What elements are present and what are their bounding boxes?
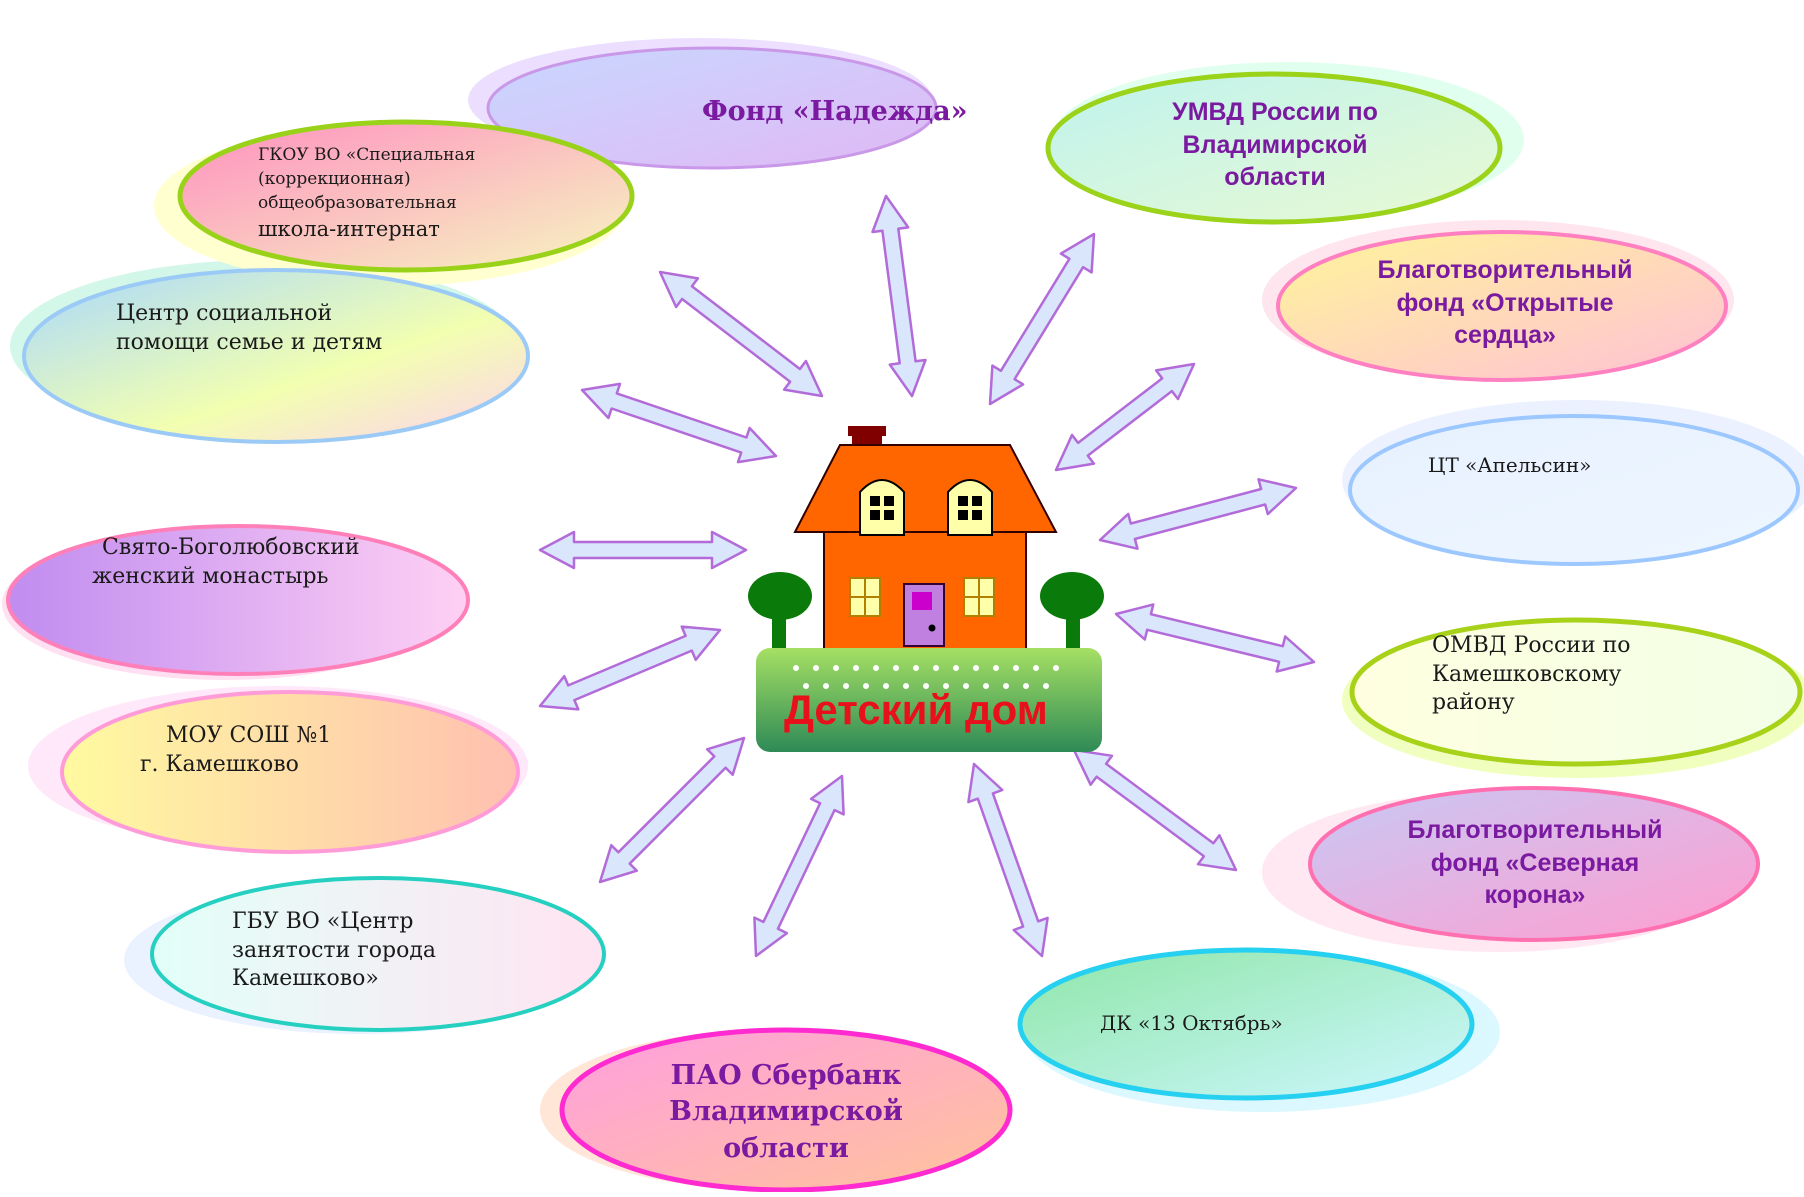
arrow-sber: [753, 774, 845, 958]
tree-right: [1040, 572, 1104, 656]
arrow-employment: [598, 736, 746, 884]
house-illustration: [748, 426, 1104, 752]
attic-window-right: [947, 479, 993, 536]
ellipse-dk: [1017, 947, 1475, 1101]
arrow-social-center: [580, 382, 778, 464]
arrow-open-hearts: [1054, 362, 1196, 472]
node-boarding-school: ГКОУ ВО «Специальная (коррекционная) общ…: [258, 145, 476, 242]
ellipse-boarding-school: [177, 119, 635, 273]
attic-window-left: [859, 479, 905, 536]
double-arrows: [538, 194, 1316, 958]
tree-left: [748, 572, 812, 656]
ellipse-orange: [1348, 414, 1800, 566]
ellipse-social-center: [22, 268, 530, 444]
node-omvd: ОМВД России по Камешковскому району: [1432, 633, 1631, 716]
arrow-north-crown: [1072, 748, 1238, 872]
arrow-orange: [1098, 478, 1298, 550]
grass-base: [756, 648, 1102, 752]
node-orange: ЦТ «Апельсин»: [1428, 453, 1592, 477]
node-convent: Свято-Боголюбовский женский монастырь: [92, 535, 360, 589]
node-north-crown: Благотворительный фонд «Северная корона»: [1407, 816, 1663, 909]
node-social-center: Центр социальной помощи семье и детям: [116, 301, 383, 355]
roof: [793, 444, 1058, 533]
node-school1: МОУ СОШ №1 г. Камешково: [140, 723, 332, 777]
window-right: [963, 577, 995, 617]
ellipse-hope: [486, 46, 938, 170]
ellipse-umvd: [1045, 71, 1503, 225]
arrow-convent: [538, 530, 748, 570]
ellipse-convent: [6, 524, 470, 676]
ellipse-omvd: [1349, 617, 1803, 767]
arrow-umvd: [988, 232, 1096, 406]
arrow-hope: [871, 194, 927, 398]
ellipse-employment: [150, 876, 606, 1032]
ellipse-open-hearts: [1276, 230, 1728, 382]
window-left: [849, 577, 881, 617]
node-employment: ГБУ ВО «Центр занятости города Камешково…: [232, 909, 436, 992]
chimney-cap: [848, 426, 886, 436]
node-hope: Фонд «Надежда»: [702, 96, 968, 127]
node-sber: ПАО Сбербанк Владимирской области: [669, 1060, 903, 1164]
center-title: Детский дом: [784, 686, 1048, 733]
arrow-dk: [967, 762, 1049, 958]
arrow-boarding-school: [658, 270, 824, 398]
node-umvd: УМВД России по Владимирской области: [1172, 98, 1378, 191]
grass-dots: [793, 665, 1059, 689]
ellipse-school1: [60, 690, 520, 854]
node-dk: ДК «13 Октябрь»: [1100, 1011, 1283, 1035]
arrow-school1: [538, 625, 722, 711]
ellipse-sber: [559, 1027, 1013, 1193]
partner-ellipses: [6, 46, 1803, 1193]
node-open-hearts: Благотворительный фонд «Открытые сердца»: [1377, 256, 1633, 349]
door: [903, 583, 945, 647]
ellipse-north-crown: [1308, 786, 1760, 942]
arrow-omvd: [1114, 603, 1316, 673]
